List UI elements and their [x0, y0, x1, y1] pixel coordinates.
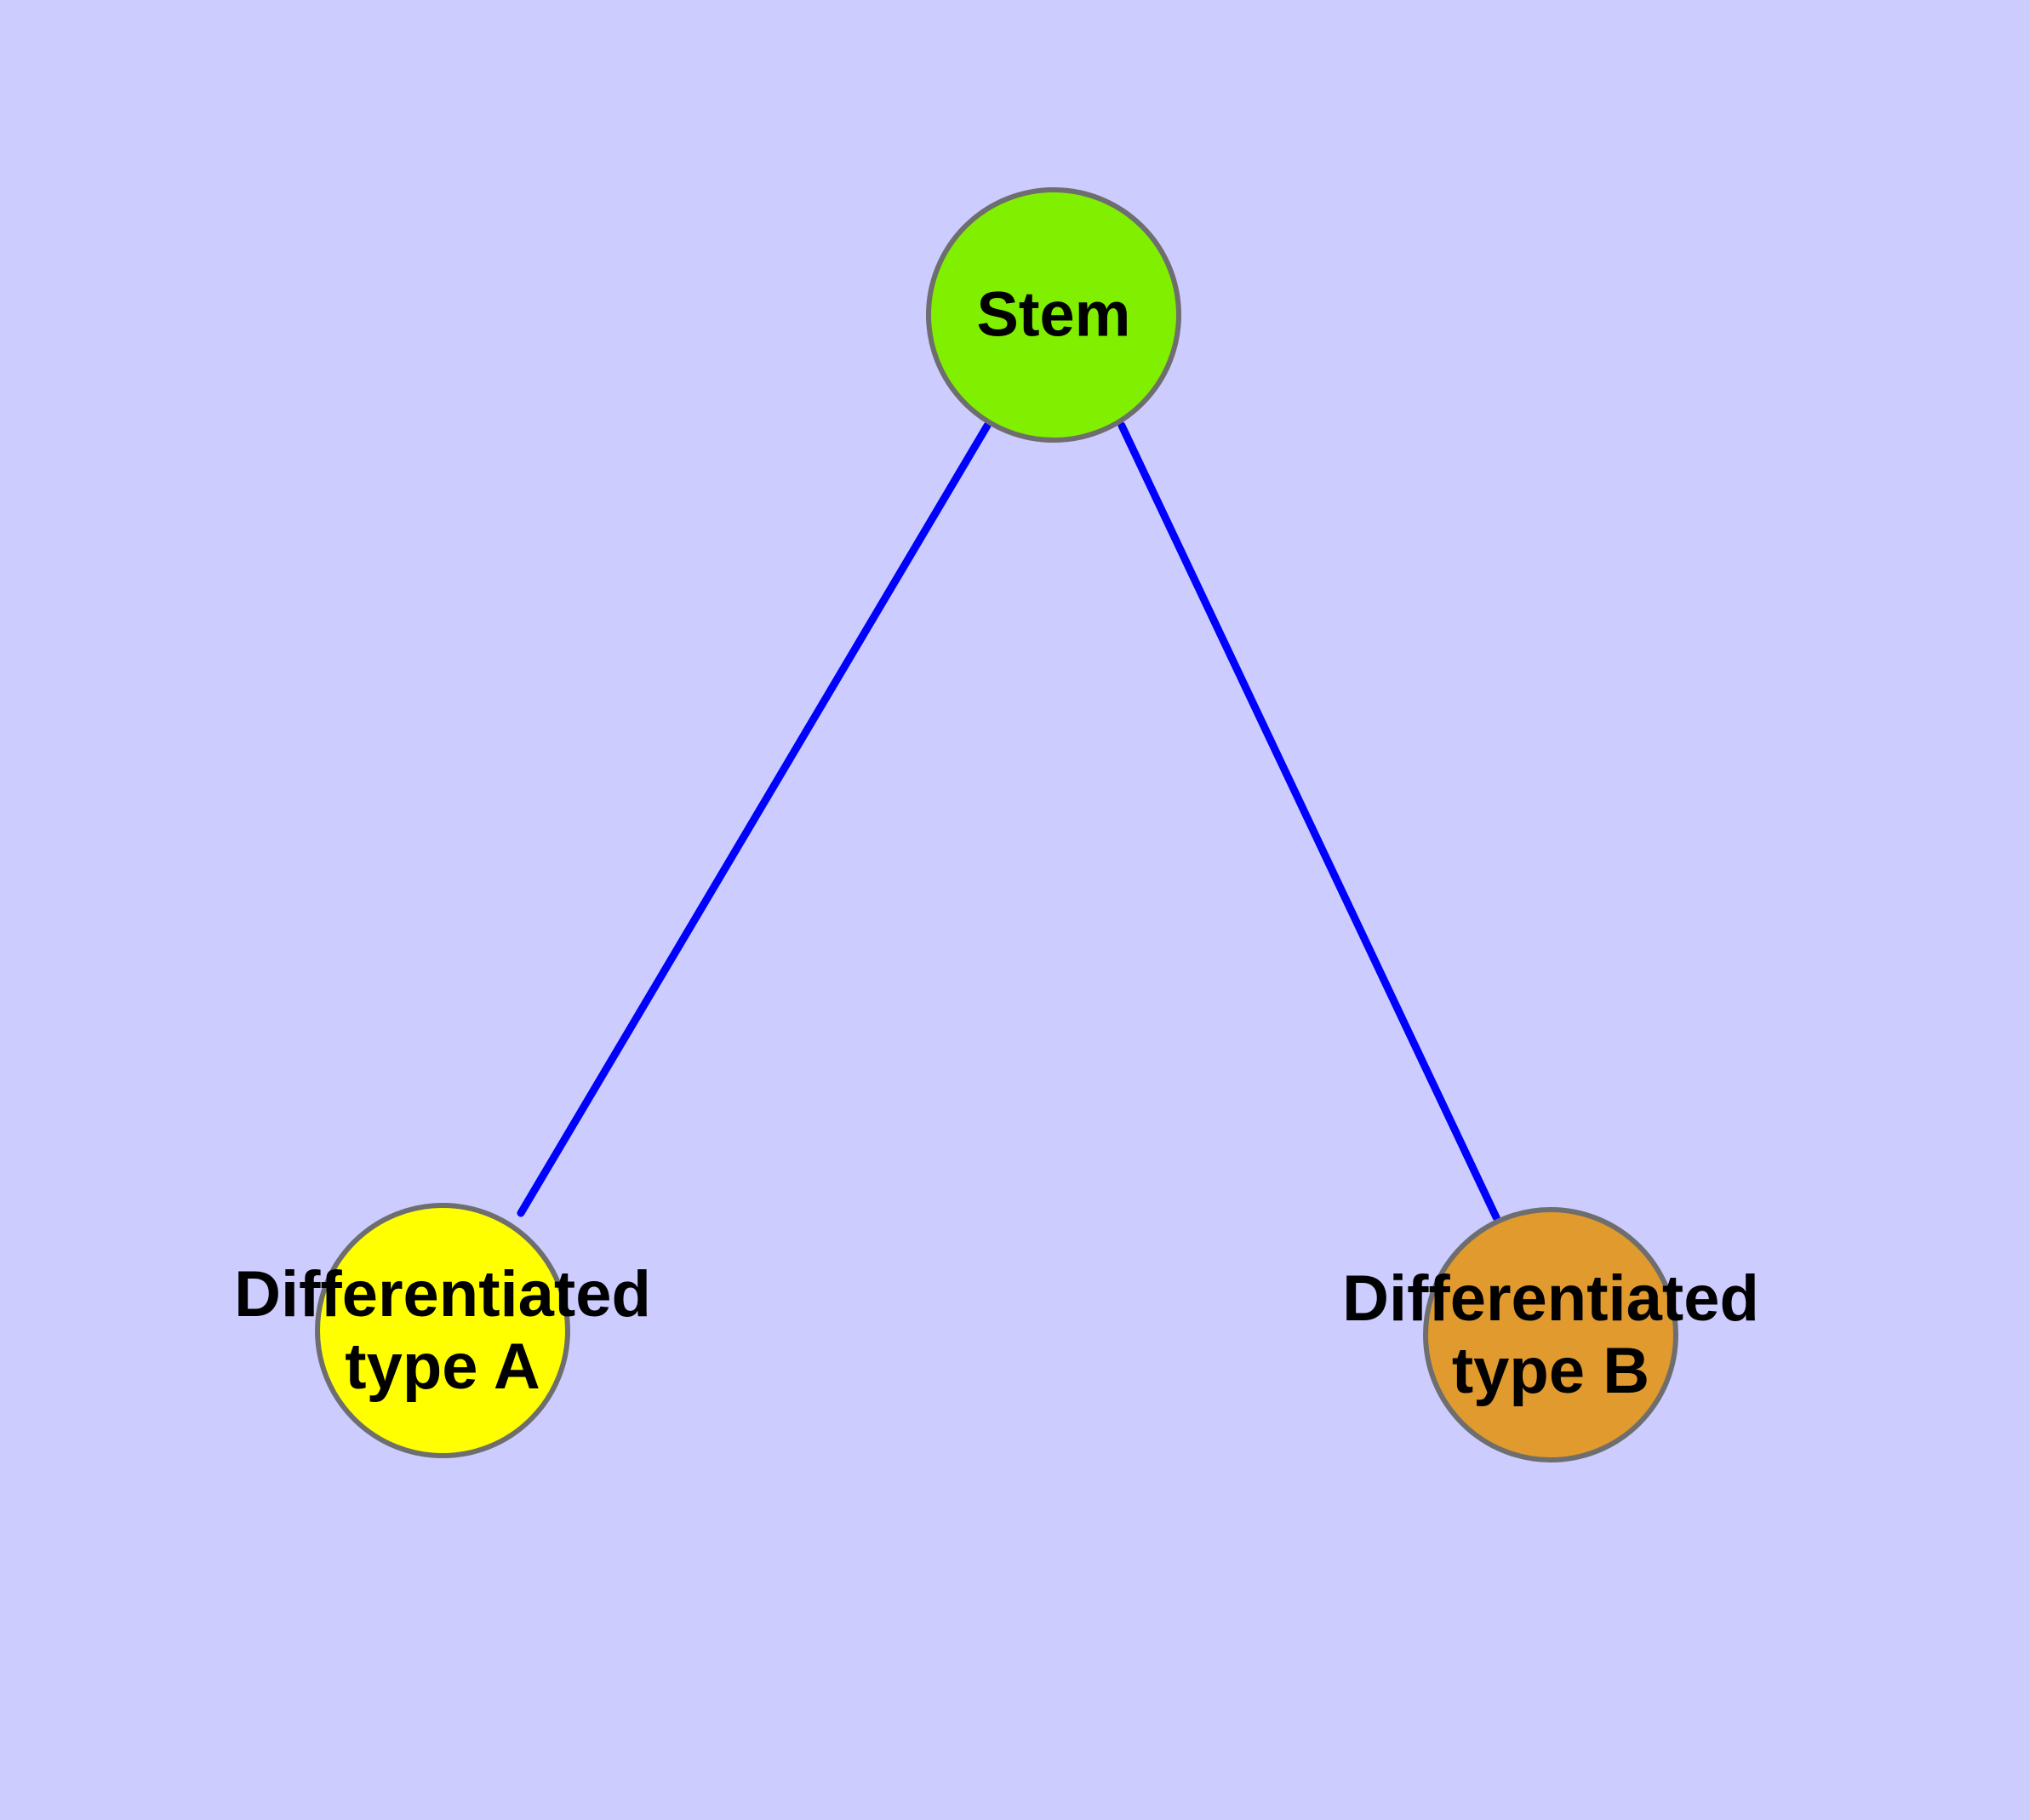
- node-stem-label: Stem: [976, 278, 1131, 350]
- node-differentiated-type-a[interactable]: Differentiated type A: [234, 1203, 651, 1458]
- node-stem[interactable]: Stem: [926, 187, 1181, 443]
- edge-stem-to-diff-a: [517, 421, 992, 1217]
- edge-stem-to-diff-b: [1117, 421, 1500, 1222]
- node-differentiated-type-b[interactable]: Differentiated type B: [1342, 1207, 1759, 1462]
